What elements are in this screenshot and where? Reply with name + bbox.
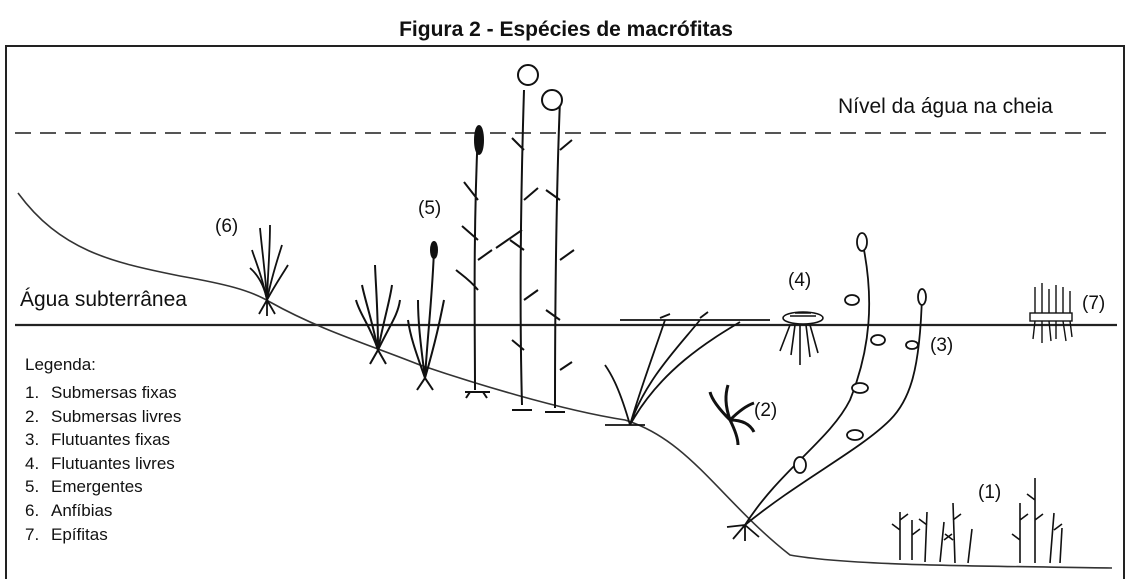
groundwater-label: Água subterrânea	[20, 288, 187, 312]
legend: Legenda: 1.Submersas fixas 2.Submersas l…	[25, 355, 181, 546]
plant-label-6: (6)	[215, 216, 238, 238]
plant-label-7: (7)	[1082, 293, 1105, 315]
plant-label-4: (4)	[788, 270, 811, 292]
plant-label-5: (5)	[418, 198, 441, 220]
terrain-profile	[18, 193, 1112, 568]
legend-header: Legenda:	[25, 355, 181, 375]
legend-item: 7.Epífitas	[25, 523, 181, 547]
plant-free-floating	[780, 312, 823, 365]
legend-item: 6.Anfíbias	[25, 499, 181, 523]
legend-item: 1.Submersas fixas	[25, 381, 181, 405]
flood-level-label: Nível da água na cheia	[838, 95, 1053, 119]
plant-amphibious	[250, 225, 288, 316]
legend-item: 4.Flutuantes livres	[25, 452, 181, 476]
plant-free-submerged	[710, 385, 754, 445]
plant-label-3: (3)	[930, 335, 953, 357]
legend-item: 2.Submersas livres	[25, 405, 181, 429]
plant-epiphyte	[1030, 283, 1072, 343]
plant-label-1: (1)	[978, 482, 1001, 504]
plant-floating-fixed	[727, 233, 926, 541]
plant-submerged-fixed	[892, 478, 1062, 563]
plant-label-2: (2)	[754, 400, 777, 422]
plant-emergent	[356, 65, 574, 412]
legend-item: 3.Flutuantes fixas	[25, 428, 181, 452]
legend-item: 5.Emergentes	[25, 475, 181, 499]
